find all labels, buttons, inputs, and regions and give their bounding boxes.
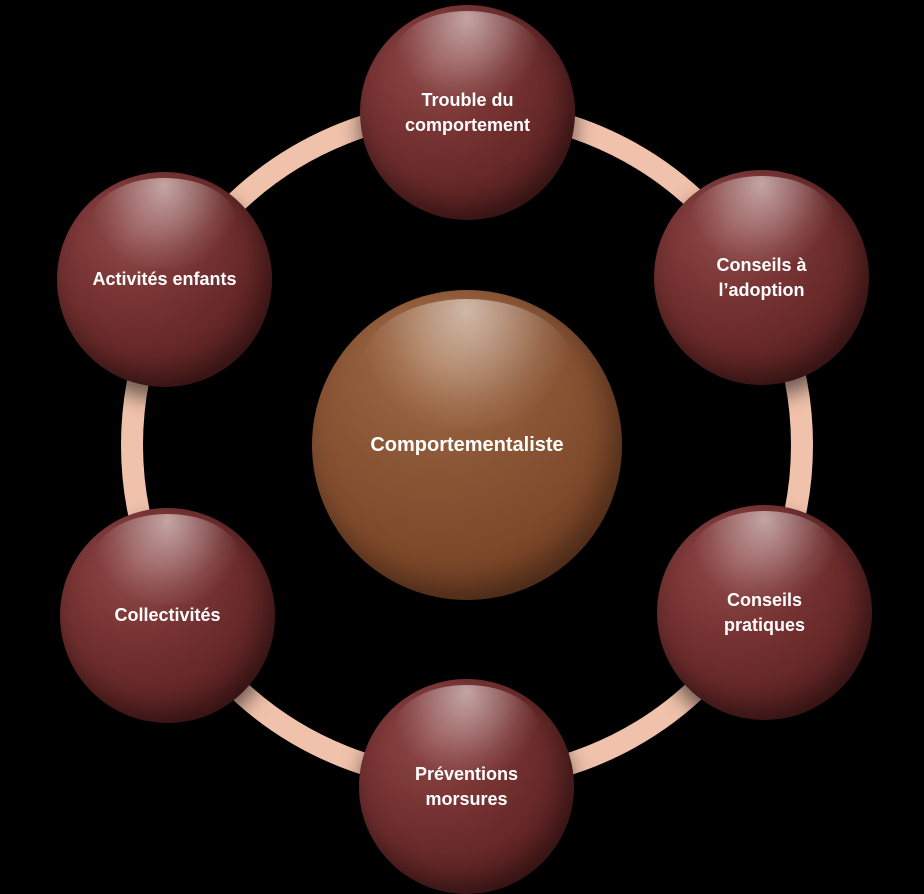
center-circle-comportementaliste: Comportementaliste: [312, 290, 622, 600]
node-label: Activités enfants: [92, 269, 237, 290]
node-label: Trouble du comportement: [404, 90, 530, 135]
node-activites-enfants: Activités enfants: [57, 172, 272, 387]
node-label: Conseils pratiques: [723, 590, 806, 635]
node-collectivites: Collectivités: [60, 508, 275, 723]
node-label: Collectivités: [114, 605, 221, 626]
node-preventions-morsures: Préventions morsures: [359, 679, 574, 894]
node-conseils-pratiques: Conseils pratiques: [657, 505, 872, 720]
node-label: Conseils à l’adoption: [716, 255, 807, 300]
center-label: Comportementaliste: [370, 433, 564, 456]
node-label: Préventions morsures: [414, 764, 519, 809]
node-conseils-adoption: Conseils à l’adoption: [654, 170, 869, 385]
node-trouble-du-comportement: Trouble du comportement: [360, 5, 575, 220]
